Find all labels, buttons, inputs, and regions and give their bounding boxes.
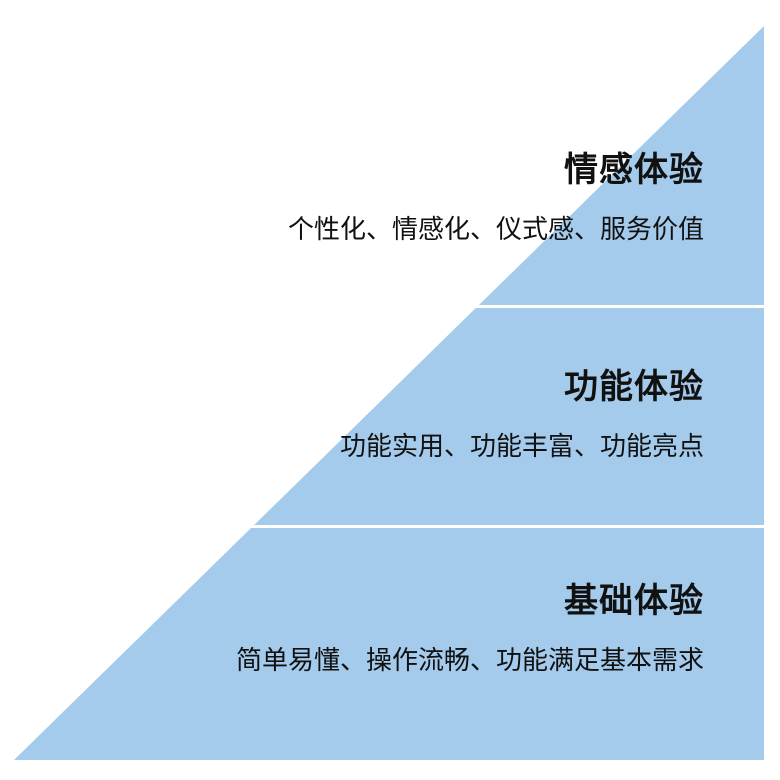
layer-description: 功能实用、功能丰富、功能亮点 [339,432,704,462]
triangle-fill [14,26,764,760]
layer-description: 简单易懂、操作流畅、功能满足基本需求 [235,646,704,676]
layer-basic: 基础体验 简单易懂、操作流畅、功能满足基本需求 [236,581,704,677]
layer-emotional: 情感体验 个性化、情感化、仪式感、服务价值 [288,150,704,246]
layer-title: 情感体验 [564,150,704,190]
layer-functional: 功能体验 功能实用、功能丰富、功能亮点 [340,367,704,463]
layer-title: 功能体验 [564,367,704,407]
layer-title: 基础体验 [564,581,704,621]
layer-description: 个性化、情感化、仪式感、服务价值 [287,215,704,245]
